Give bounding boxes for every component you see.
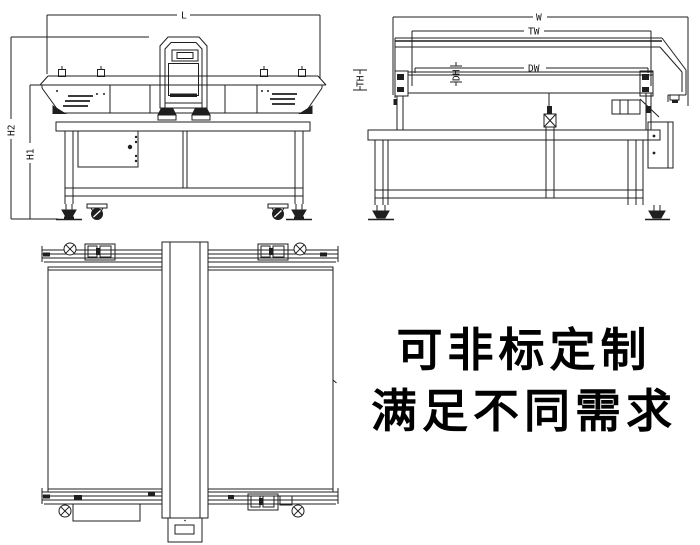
casters xyxy=(86,203,289,220)
tunnel-opening xyxy=(168,63,199,96)
dim-label-detection-width: DW xyxy=(528,64,540,75)
display-housing-top xyxy=(167,517,203,543)
caption-line-2: 满足不同需求 xyxy=(371,384,677,438)
leveling-feet-side xyxy=(368,205,670,221)
top-view-drawing xyxy=(41,241,339,543)
conveyor-side-covers xyxy=(41,85,323,114)
center-post xyxy=(543,93,557,198)
top-casters xyxy=(63,242,307,256)
side-view-drawing: W TW DW TH DH xyxy=(353,13,689,221)
display-housing xyxy=(171,49,199,62)
display-screen xyxy=(176,52,194,59)
dim-label-overall-width: W xyxy=(536,13,542,24)
dim-label-tunnel-height: TH xyxy=(356,75,367,87)
bottom-casters xyxy=(58,504,305,518)
vent-slots xyxy=(63,93,297,107)
table-frame-side xyxy=(367,129,661,205)
dim-label-overall-height: H2 xyxy=(7,125,18,136)
leveling-feet xyxy=(56,204,312,221)
dimension-overall-width xyxy=(392,16,689,106)
front-view-drawing: L H2 H1 xyxy=(7,11,327,221)
cover-screws xyxy=(56,90,269,95)
dimension-tunnel-width xyxy=(411,30,652,86)
motor-unit xyxy=(611,93,660,130)
dimension-overall-height xyxy=(10,36,149,220)
dim-label-detection-height: DH xyxy=(452,69,463,81)
dim-label-tunnel-width: TW xyxy=(528,27,540,38)
belt-and-rollers xyxy=(394,70,654,97)
left-belt-support xyxy=(393,96,404,130)
side-control-panel xyxy=(647,121,674,169)
dim-label-belt-height: H1 xyxy=(26,148,37,160)
electrical-box-top xyxy=(72,503,141,522)
dim-label-length: L xyxy=(181,11,187,22)
detector-head xyxy=(159,36,208,109)
detector-head-feet xyxy=(157,108,211,121)
detector-head-top xyxy=(161,241,209,519)
table-frame xyxy=(55,121,311,204)
guide-rail-posts xyxy=(58,66,306,77)
dimension-tunnel-height xyxy=(353,69,367,91)
dimension-detection-height xyxy=(450,62,462,86)
caption-line-1: 可非标定制 xyxy=(396,323,652,377)
conveyor-deck xyxy=(39,75,327,86)
electrical-box xyxy=(77,130,139,168)
dimension-length xyxy=(46,14,321,79)
custom-caption: 可非标定制 满足不同需求 xyxy=(348,320,700,442)
